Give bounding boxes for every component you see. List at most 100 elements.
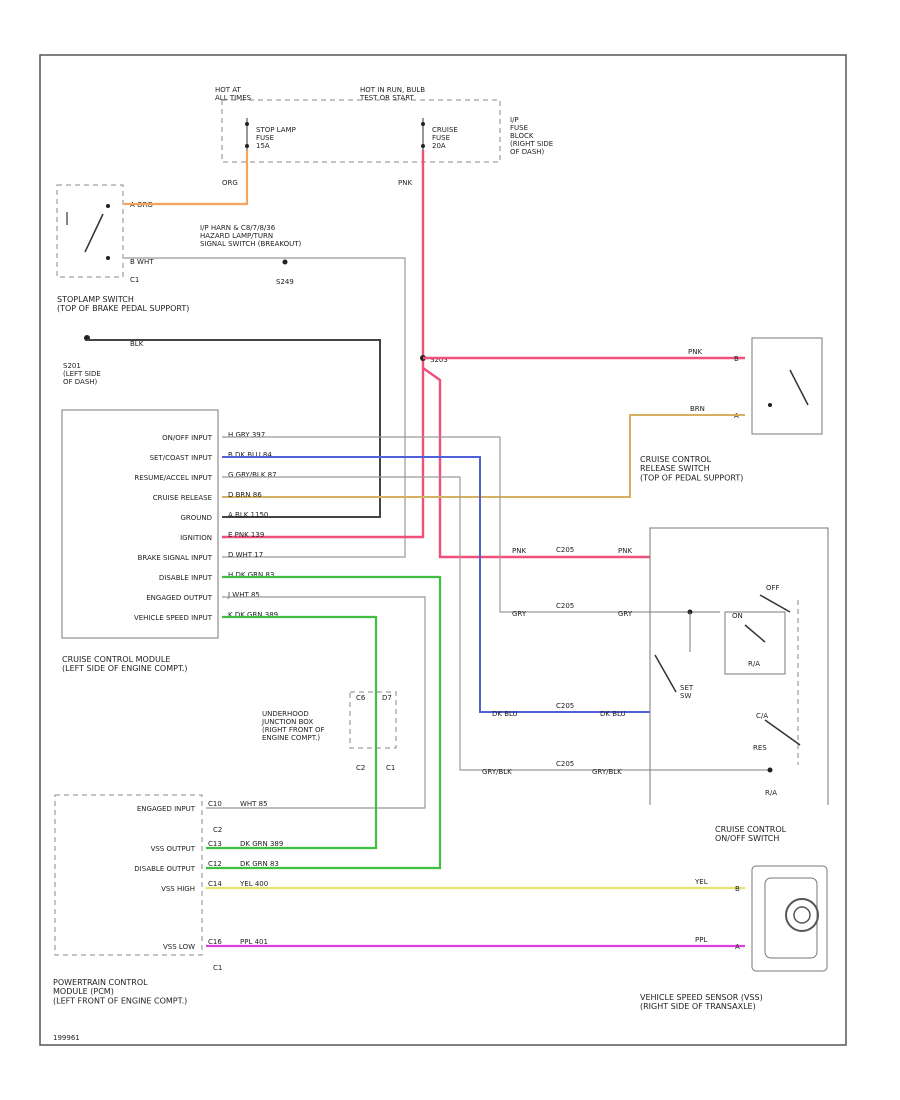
blk-wire-label-text: BLK (130, 340, 144, 348)
wire-ppl-label-text: PPL (695, 936, 707, 944)
cruise-module-pin-name: GROUND (180, 514, 212, 522)
onoff-off-text: OFF (766, 584, 780, 592)
cruise-module-pin-name: VEHICLE SPEED INPUT (134, 614, 213, 622)
blk-wire-label: BLK (130, 340, 144, 348)
vehicle-speed-sensor: B A VEHICLE SPEED SENSOR (VSS)(RIGHT SID… (640, 865, 828, 1011)
stop-lamp-fuse-text-line: 15A (256, 142, 270, 150)
onoff-ra-box (724, 611, 786, 675)
res-res-text: RES (753, 744, 767, 752)
cruise-module-pin-wire: E PNK 139 (228, 531, 264, 539)
wire-gry-blk (222, 476, 770, 771)
stop-lamp-fuse-dot-top (245, 122, 249, 126)
cruise-fuse-dot-top (421, 122, 425, 126)
onoff-off-label: OFF (766, 584, 780, 592)
underhood-jb-label-text: UNDERHOOD (262, 710, 309, 718)
onoff-gry-2-text: GRY (618, 610, 633, 618)
diagram-frame (39, 54, 847, 1046)
stoplamp-c1: C1 (130, 276, 139, 284)
stoplamp-pin-wht: B WHT (130, 258, 154, 266)
stoplamp-switch-blade (84, 213, 104, 253)
onoff-c205-3-text: C205 (556, 702, 574, 710)
underhood-pin-d7: D7 (382, 694, 392, 702)
wire-gry-onoff (222, 436, 650, 613)
vss-coil-inner (793, 906, 811, 924)
wire-dk-blu-label: DK BLU (492, 710, 518, 718)
ip-fuse-block-text-line: OF DASH) (510, 148, 545, 156)
onoff-c205-1-text: C205 (556, 546, 574, 554)
underhood-c1-text: C1 (386, 764, 395, 772)
cruise-module-pin-name: ON/OFF INPUT (162, 434, 213, 442)
underhood-pin-c6: C6 (356, 694, 366, 702)
wire-dk-blu (222, 456, 650, 713)
wire-dk-blu-label-text: DK BLU (492, 710, 518, 718)
cruise-module-pin-name: CRUISE RELEASE (153, 494, 212, 502)
wire-pnk-wire-label: PNK (512, 547, 526, 555)
ip-fuse-block-text-line: FUSE (510, 124, 528, 132)
cruise-module-pin-name: DISABLE INPUT (159, 574, 213, 582)
res-label: C/A (756, 712, 768, 720)
hot-in-run-text-line: TEST OR START (359, 94, 415, 102)
cruise-fuse-text-line: FUSE (432, 134, 450, 142)
pcm-pin-code: C16 (208, 938, 222, 946)
onoff-c205-4-text: C205 (556, 760, 574, 768)
vss-label-text: VEHICLE SPEED SENSOR (VSS) (640, 993, 763, 1002)
diagram-code: 199961 (53, 1034, 80, 1042)
wire-pnk-label-text: PNK (398, 179, 412, 187)
wire-wht-engaged (206, 596, 426, 809)
onoff-pnk-2-text: PNK (618, 547, 632, 555)
pcm-pin-name: VSS HIGH (161, 885, 195, 893)
stoplamp-switch-outline (56, 184, 124, 278)
wire-org-label: ORG (222, 179, 238, 187)
onoff-ra-bottom-text: R/A (765, 789, 777, 797)
onoff-c205-2-text: C205 (556, 602, 574, 610)
onoff-gry-2-label: GRY (618, 610, 633, 618)
cruise-module-pin-wire: H DK GRN 83 (228, 571, 274, 579)
cruise-module-pin-wire: J WHT 85 (227, 591, 260, 599)
wire-pnk-1-label: PNK (688, 348, 702, 356)
pcm-label-text-line: (LEFT FRONT OF ENGINE COMPT.) (53, 996, 187, 1005)
onoff-switch-label-text-line: ON/OFF SWITCH (715, 834, 779, 843)
cruise-module-label-text-line: (LEFT SIDE OF ENGINE COMPT.) (62, 664, 188, 673)
pcm-pin-code: C10 (208, 800, 222, 808)
wire-gry-label: GRY (512, 610, 527, 618)
wire-org-label-text: ORG (222, 179, 238, 187)
wire-pnk-onoff (422, 367, 650, 559)
pcm-pin-wire: YEL 400 (239, 880, 268, 888)
onoff-c205-4: C205 (556, 760, 574, 768)
set-sw-blade (654, 654, 677, 693)
underhood-jb-label-text-line: JUNCTION BOX (261, 718, 313, 726)
onoff-dkblu-2-text: DK BLU (600, 710, 626, 718)
cruise-fuse-text: CRUISE (432, 126, 458, 134)
ip-harn-label-text: I/P HARN & C8/7/8/36 (200, 224, 276, 232)
wire-gry-blk-label: GRY/BLK (482, 768, 512, 776)
stop-lamp-fuse-text: STOP LAMP (256, 126, 296, 134)
wire-gry-label-text: GRY (512, 610, 527, 618)
cruise-module-label: CRUISE CONTROL MODULE(LEFT SIDE OF ENGIN… (62, 655, 188, 673)
res-text: C/A (756, 712, 768, 720)
onoff-pnk-2-label: PNK (618, 547, 632, 555)
stoplamp-switch-contact-top (106, 204, 110, 208)
vss-label: VEHICLE SPEED SENSOR (VSS)(RIGHT SIDE OF… (640, 993, 763, 1011)
wire-wht-brake (124, 257, 406, 558)
release-pin-b-text: B (734, 355, 739, 363)
onoff-c205-2: C205 (556, 602, 574, 610)
cruise-module-pin-wire: H GRY 397 (228, 431, 265, 439)
pcm-label-text-line: MODULE (PCM) (53, 987, 114, 996)
onoff-switch-outline (649, 527, 829, 805)
